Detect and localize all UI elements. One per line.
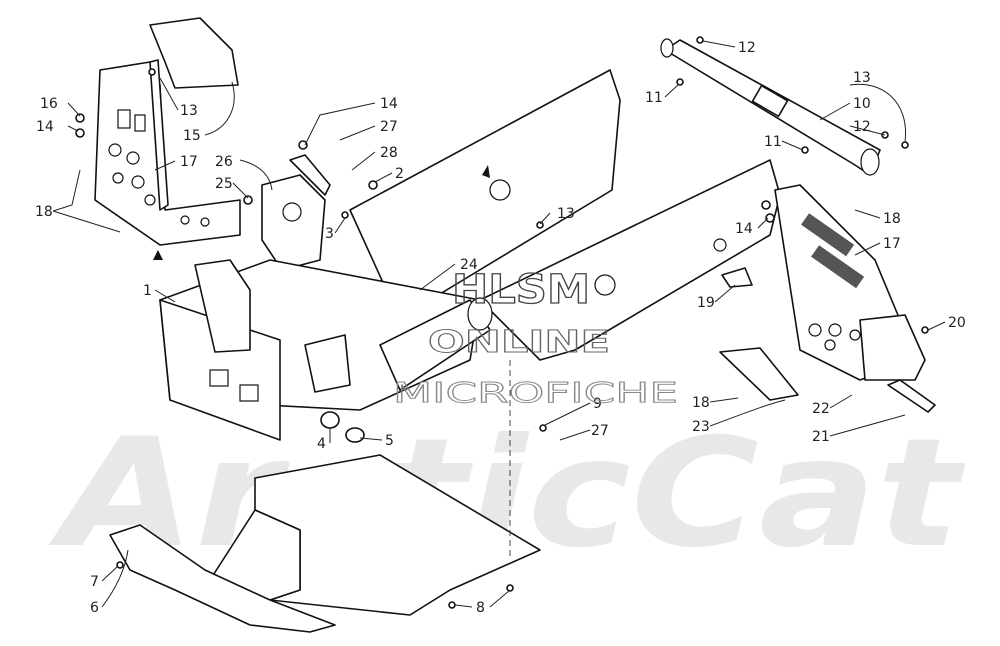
- watermark-line-1: HLSM: [452, 267, 590, 313]
- callout-11: 11: [764, 134, 782, 150]
- callout-15: 15: [183, 128, 201, 144]
- callout-2: 2: [395, 166, 404, 182]
- callout-24: 24: [460, 257, 478, 273]
- callout-14: 14: [36, 119, 54, 135]
- callout-14: 14: [380, 96, 398, 112]
- callout-28: 28: [380, 145, 398, 161]
- callout-8: 8: [476, 600, 485, 616]
- leader-lines: [52, 40, 946, 608]
- callout-10: 10: [853, 96, 871, 112]
- callout-13: 13: [557, 206, 575, 222]
- callout-11: 11: [645, 90, 663, 106]
- watermark: HLSM ONLINE MICROFICHE: [393, 266, 679, 409]
- spacer-5: [345, 427, 365, 443]
- main-chassis-frame: [159, 69, 781, 441]
- footrest-bracket-right: [887, 379, 936, 413]
- callout-7: 7: [90, 574, 99, 590]
- callout-22: 22: [812, 401, 830, 417]
- callout-25: 25: [215, 176, 233, 192]
- callout-19: 19: [697, 295, 715, 311]
- callout-17: 17: [883, 236, 901, 252]
- skid-plate: [109, 524, 336, 633]
- steering-post-bracket: [261, 154, 331, 271]
- upper-steering-shaft: [660, 38, 881, 176]
- callout-27: 27: [591, 423, 609, 439]
- spacer-4: [320, 411, 340, 429]
- callout-18: 18: [35, 204, 53, 220]
- callout-12: 12: [853, 119, 871, 135]
- callout-13: 13: [180, 103, 198, 119]
- callout-21: 21: [812, 429, 830, 445]
- right-front-bracket: [774, 184, 926, 381]
- callout-3: 3: [325, 226, 334, 242]
- callout-14: 14: [735, 221, 753, 237]
- callout-20: 20: [948, 315, 966, 331]
- callout-labels: 16 14 13 15 17 18 26 25 14 27 28 2 3 13 …: [35, 40, 966, 616]
- footrest-bracket-left: [719, 347, 799, 401]
- callout-5: 5: [385, 433, 394, 449]
- watermark-line-3: MICROFICHE: [393, 376, 678, 409]
- part-19: [721, 267, 753, 288]
- callout-1: 1: [143, 283, 152, 299]
- callout-6: 6: [90, 600, 99, 616]
- callout-9: 9: [593, 396, 602, 412]
- belly-pan-plate: [209, 360, 541, 616]
- callout-18: 18: [692, 395, 710, 411]
- callout-23: 23: [692, 419, 710, 435]
- callout-18: 18: [883, 211, 901, 227]
- callout-27: 27: [380, 119, 398, 135]
- callout-26: 26: [215, 154, 233, 170]
- callout-4: 4: [317, 436, 326, 452]
- callout-13: 13: [853, 70, 871, 86]
- callout-16: 16: [40, 96, 58, 112]
- callout-12: 12: [738, 40, 756, 56]
- callout-17: 17: [180, 154, 198, 170]
- watermark-line-2: ONLINE: [428, 325, 610, 360]
- left-front-bracket: [94, 17, 241, 260]
